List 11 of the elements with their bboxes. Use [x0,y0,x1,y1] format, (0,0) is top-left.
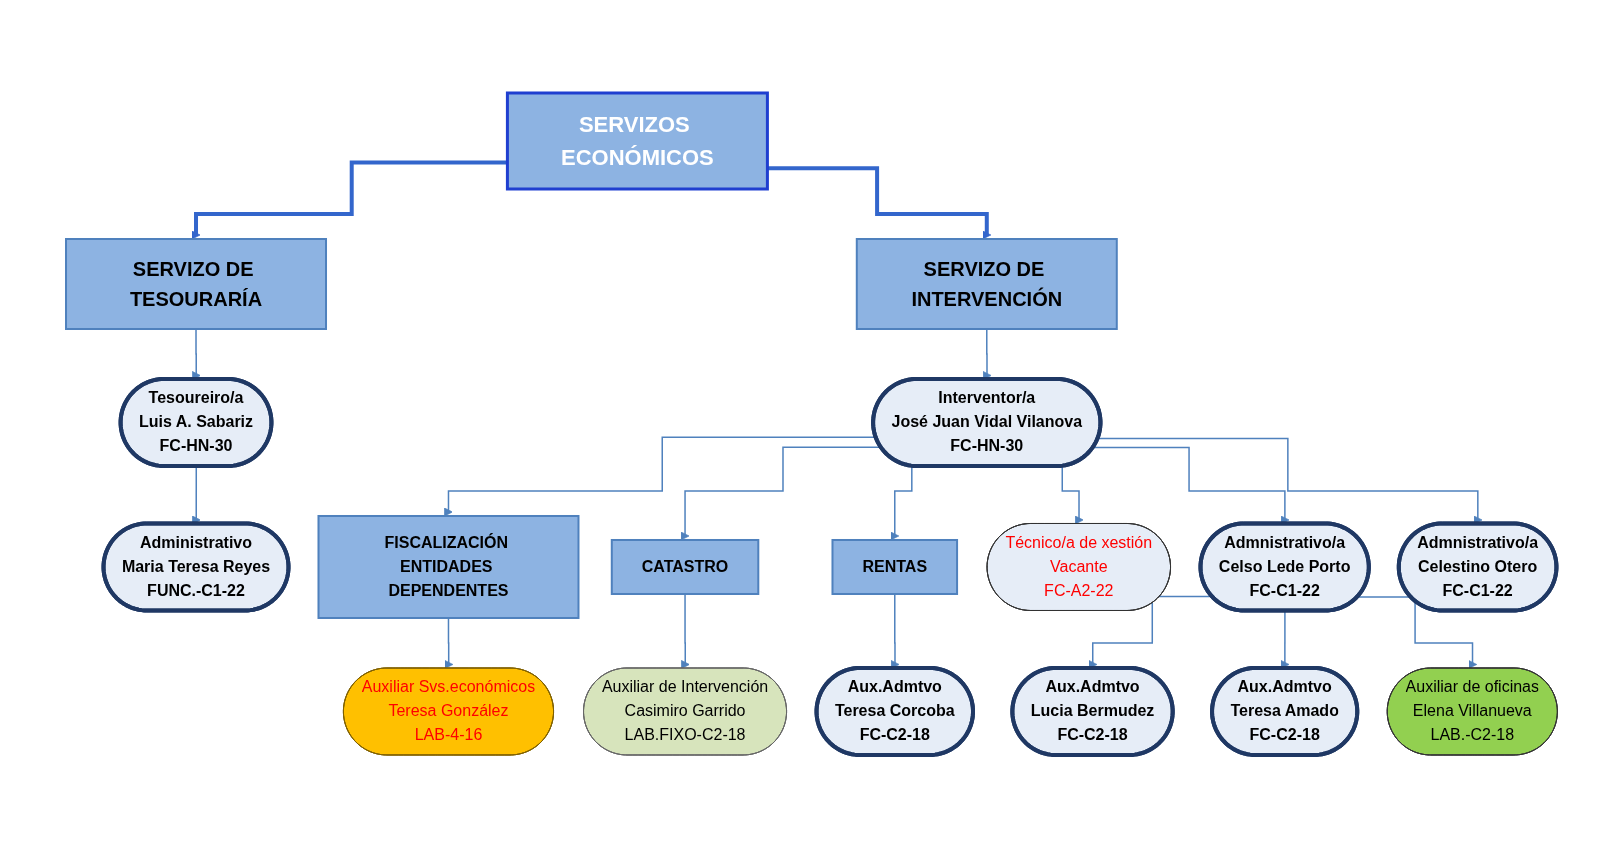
arrow [767,166,992,240]
node-box: CATASTRO [611,539,760,595]
node-box: SERVIZOS ECONÓMICOS [506,91,770,191]
arrow [1357,596,1478,669]
arrow [681,593,691,669]
arrow [191,160,508,240]
node-box: SERVIZO DE TESOURARÍA [65,238,328,330]
node-box: FISCALIZACIÓN ENTIDADES DEPENDENTES [317,515,580,619]
node-box: RENTAS [831,539,959,595]
node-box: SERVIZO DE INTERVENCIÓN [856,238,1119,330]
arrow [444,617,454,669]
